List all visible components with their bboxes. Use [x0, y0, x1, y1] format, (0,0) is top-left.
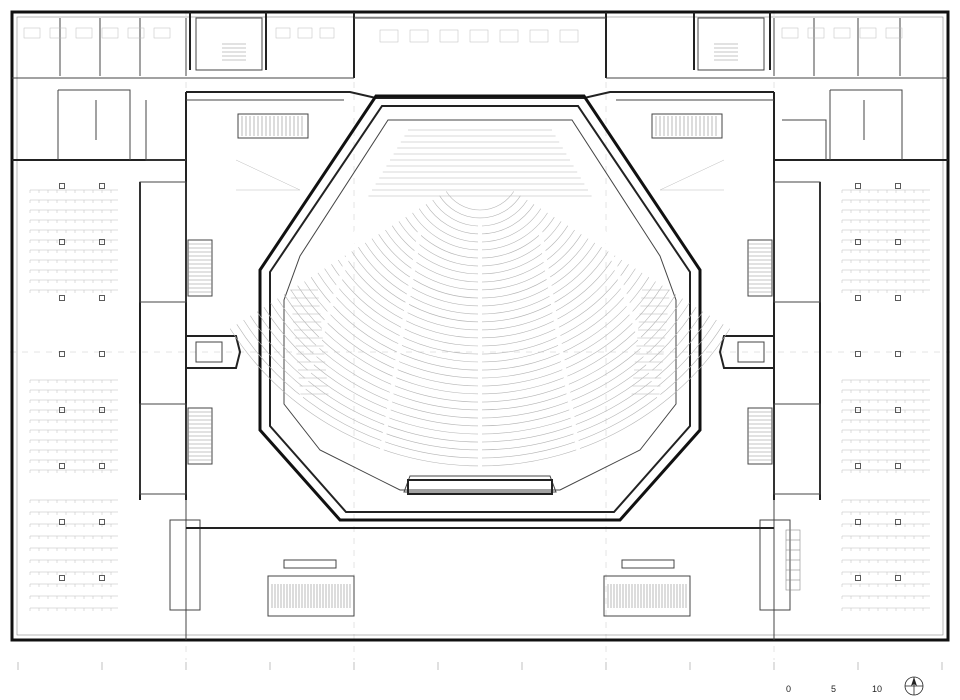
- column: [895, 183, 901, 189]
- column: [855, 575, 861, 581]
- elevator-cores: [185, 335, 775, 369]
- desk: [319, 27, 335, 39]
- column: [99, 183, 105, 189]
- column: [59, 407, 65, 413]
- column: [99, 239, 105, 245]
- column: [99, 351, 105, 357]
- desk: [439, 29, 459, 43]
- column: [855, 295, 861, 301]
- column: [895, 295, 901, 301]
- column: [99, 575, 105, 581]
- stair-left-lower: [187, 407, 213, 465]
- seating: [229, 129, 731, 470]
- stair-top-left: [222, 43, 246, 61]
- side-stairs: [185, 239, 775, 465]
- column: [99, 407, 105, 413]
- north-arrow-icon: [904, 676, 924, 696]
- column: [99, 463, 105, 469]
- desk: [529, 29, 549, 43]
- scale-label-10: 10: [872, 684, 882, 694]
- desk: [23, 27, 41, 39]
- column: [895, 463, 901, 469]
- desk: [153, 27, 171, 39]
- column: [895, 519, 901, 525]
- desk: [781, 27, 799, 39]
- column: [59, 463, 65, 469]
- grid-ticks: [17, 662, 943, 670]
- column: [59, 295, 65, 301]
- left-wing: [12, 89, 201, 640]
- scale-label-0: 0: [786, 684, 791, 694]
- column: [59, 575, 65, 581]
- desk: [885, 27, 903, 39]
- seat-row: [439, 195, 521, 219]
- column: [855, 407, 861, 413]
- stair-top-right: [714, 43, 738, 61]
- column: [895, 239, 901, 245]
- column: [99, 295, 105, 301]
- column: [59, 351, 65, 357]
- desk: [297, 27, 313, 39]
- desk: [499, 29, 519, 43]
- top-desks: [23, 27, 903, 43]
- desk: [379, 29, 399, 43]
- desk: [859, 27, 877, 39]
- column: [895, 351, 901, 357]
- aisle: [298, 219, 362, 401]
- stair-right-upper: [747, 239, 773, 297]
- stair-left-upper: [187, 239, 213, 297]
- column: [855, 463, 861, 469]
- column: [855, 519, 861, 525]
- desk: [409, 29, 429, 43]
- column: [895, 407, 901, 413]
- stair-right-lower: [747, 407, 773, 465]
- scale-bar: 0 5 10: [786, 684, 882, 694]
- desk: [559, 29, 579, 43]
- desk: [75, 27, 93, 39]
- auditorium-shell: [258, 94, 702, 522]
- right-wing: [759, 89, 948, 640]
- desk: [101, 27, 119, 39]
- column: [59, 519, 65, 525]
- column: [855, 351, 861, 357]
- desk: [469, 29, 489, 43]
- aisle: [538, 229, 582, 461]
- desk: [127, 27, 145, 39]
- column: [855, 239, 861, 245]
- column: [99, 519, 105, 525]
- column: [895, 575, 901, 581]
- scale-label-5: 5: [831, 684, 836, 694]
- seat-row: [445, 191, 515, 211]
- column: [59, 183, 65, 189]
- building-envelope: [10, 10, 950, 642]
- column: [59, 239, 65, 245]
- desk: [49, 27, 67, 39]
- desk: [807, 27, 825, 39]
- aisle: [378, 229, 422, 461]
- upper-foyer: [186, 91, 774, 191]
- column: [855, 183, 861, 189]
- top-rooms: [23, 17, 903, 76]
- desk: [833, 27, 851, 39]
- aisle: [598, 219, 662, 401]
- desk: [275, 27, 291, 39]
- lower-foyer: [186, 527, 774, 617]
